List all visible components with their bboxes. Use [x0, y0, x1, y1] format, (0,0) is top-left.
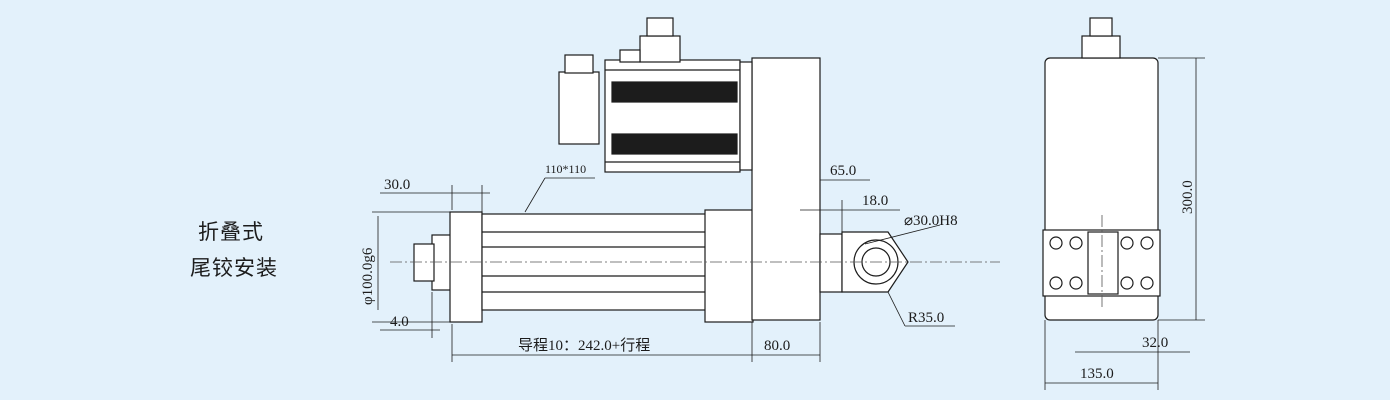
dim-clevis-width: 65.0 [830, 163, 856, 179]
dim-width: 135.0 [1080, 366, 1114, 382]
dim-clevis-radius: R35.0 [908, 310, 944, 326]
dim-clevis-offset: 18.0 [862, 193, 888, 209]
title-line-1: 折叠式 [198, 220, 264, 244]
dim-stroke-length: 导程10：242.0+行程 [518, 337, 650, 354]
motor [604, 59, 741, 173]
dim-flange-offset: 30.0 [384, 177, 410, 193]
body-block [704, 209, 754, 323]
rod-end [431, 234, 453, 291]
motor-flange [739, 61, 753, 171]
encoder [558, 71, 600, 145]
front-flange [449, 211, 483, 323]
gearbox [751, 57, 821, 321]
dim-rear-length: 80.0 [764, 338, 790, 354]
connector-side [619, 49, 641, 63]
clevis-neck [819, 233, 843, 293]
dim-rod-offset: 4.0 [390, 314, 409, 330]
motor-fin-top [611, 81, 738, 103]
connector-top [646, 17, 674, 37]
connector-box [639, 35, 681, 63]
end-connector-top [1089, 17, 1113, 37]
end-view [1042, 17, 1161, 321]
motor-fin-bottom [611, 133, 738, 155]
dim-pin-bore: ⌀30.0H8 [904, 213, 958, 229]
rod-tip [413, 243, 435, 282]
dim-motor-flange: 110*110 [545, 162, 586, 176]
dimension-labels: 110*110 30.0 φ100.0g6 4.0 导程10：242.0+行程 … [360, 162, 1196, 382]
title-line-2: 尾铰安装 [190, 256, 278, 280]
dim-rod-diameter: φ100.0g6 [360, 247, 376, 305]
dim-height: 300.0 [1180, 180, 1196, 214]
end-connector [1081, 35, 1121, 59]
end-slot [1087, 231, 1119, 295]
side-view [413, 17, 909, 323]
encoder-cap [564, 54, 594, 74]
dimension-lines [372, 57, 1205, 390]
mount-holes [1049, 236, 1154, 290]
dim-center-offset: 32.0 [1142, 335, 1168, 351]
centerlines [390, 215, 1103, 310]
